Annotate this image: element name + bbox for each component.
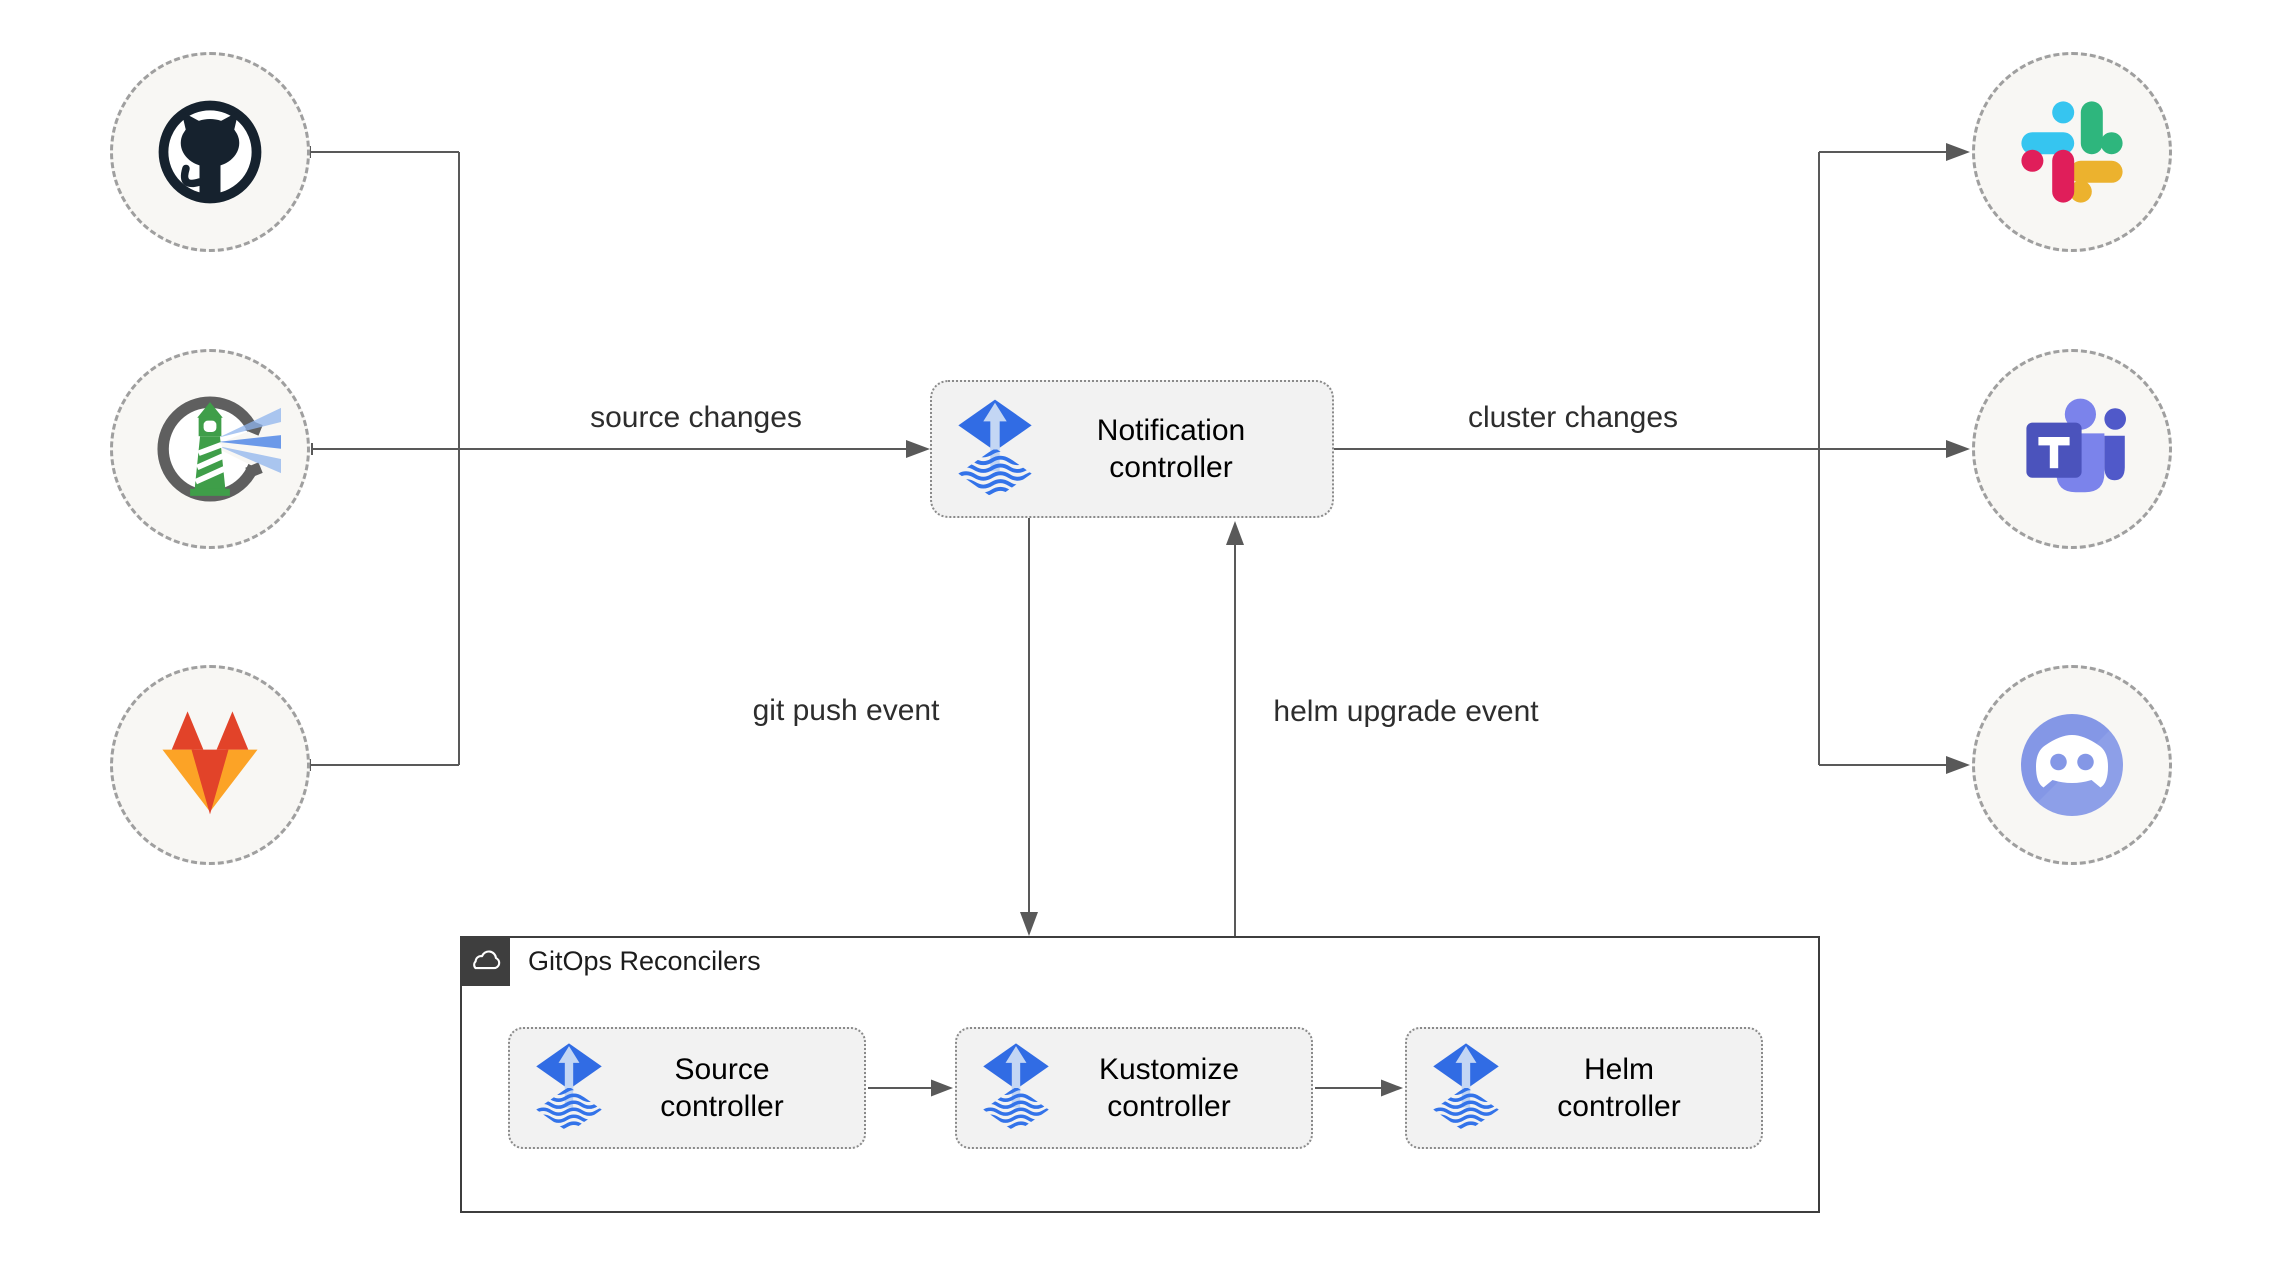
gitlab-icon bbox=[162, 710, 258, 814]
helm-controller-box: Helm controller bbox=[1405, 1027, 1763, 1149]
teams-node bbox=[1972, 349, 2172, 549]
flux-icon bbox=[1431, 1042, 1501, 1134]
gitlab-node bbox=[110, 665, 310, 865]
harbor-icon bbox=[157, 396, 281, 502]
harbor-node bbox=[110, 349, 310, 549]
edge-label-source-changes: source changes bbox=[590, 401, 802, 434]
cloud-icon bbox=[460, 936, 510, 986]
helm-controller-label: Helm controller bbox=[1557, 1053, 1681, 1123]
flux-icon bbox=[956, 398, 1034, 501]
edge-label-git-push-event: git push event bbox=[752, 694, 940, 727]
kustomize-controller-box: Kustomize controller bbox=[955, 1027, 1313, 1149]
discord-node bbox=[1972, 665, 2172, 865]
github-node bbox=[110, 52, 310, 252]
gitops-reconcilers-container: GitOps Reconcilers bbox=[460, 936, 1820, 1213]
kustomize-controller-label: Kustomize controller bbox=[1098, 1053, 1240, 1123]
discord-icon bbox=[2021, 714, 2131, 824]
slack-icon bbox=[2021, 101, 2123, 203]
notification-controller-box: Notification controller bbox=[930, 380, 1334, 518]
gitops-reconcilers-title: GitOps Reconcilers bbox=[528, 946, 761, 976]
github-icon bbox=[158, 100, 262, 204]
source-controller-box: Source controller bbox=[508, 1027, 866, 1149]
notification-controller-label: Notification controller bbox=[1096, 414, 1246, 484]
source-controller-label: Source controller bbox=[660, 1053, 784, 1123]
edge-label-cluster-changes: cluster changes bbox=[1467, 401, 1679, 434]
flux-icon bbox=[534, 1042, 604, 1134]
flux-icon bbox=[981, 1042, 1051, 1134]
teams-icon bbox=[2026, 398, 2126, 493]
edge-label-helm-upgrade-event: helm upgrade event bbox=[1273, 695, 1539, 728]
slack-node bbox=[1972, 52, 2172, 252]
